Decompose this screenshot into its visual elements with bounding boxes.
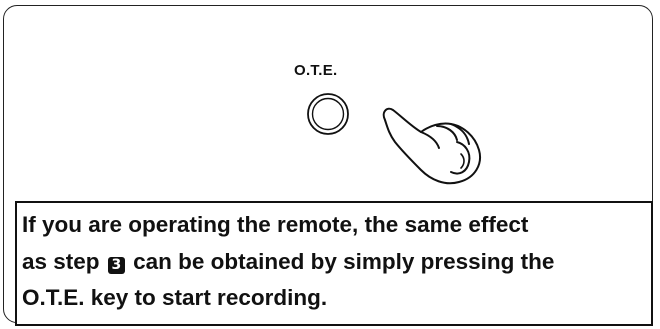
instruction-panel: O.T.E. If you are operating the remote, …	[3, 5, 653, 323]
note-line-2: as step 3 can be obtained by simply pres…	[22, 244, 651, 281]
step-number-icon: 3	[108, 257, 125, 274]
round-button-icon	[298, 84, 358, 144]
ote-button-label: O.T.E.	[294, 62, 337, 79]
note-line-2-before: as step	[22, 249, 100, 274]
note-line-2-after: can be obtained by simply pressing the	[133, 249, 554, 274]
note-line-3: O.T.E. key to start recording.	[22, 280, 651, 317]
note-line-1: If you are operating the remote, the sam…	[22, 207, 651, 244]
note-box: If you are operating the remote, the sam…	[15, 201, 653, 326]
pointing-hand-icon	[379, 102, 499, 187]
